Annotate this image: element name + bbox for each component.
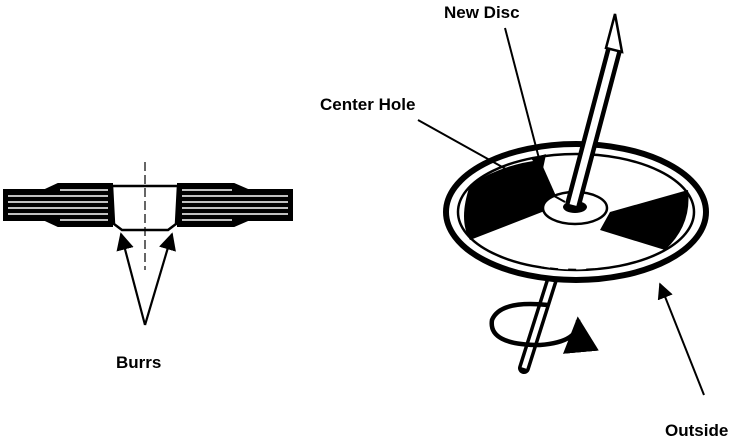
disc-rim-dashes: [489, 243, 661, 270]
burr-arrow-right: [143, 232, 176, 326]
center-hole-label: Center Hole: [320, 95, 415, 114]
disc-shade-right: [600, 190, 689, 250]
disc-shade-left: [464, 160, 560, 240]
disc-inner-rim: [456, 152, 696, 272]
disc-section-left: [3, 183, 113, 227]
burr-arrow-left: [116, 232, 147, 326]
lower-spindle: [518, 264, 561, 374]
disc-cross-section: Burrs: [3, 162, 293, 372]
outside-leader: [657, 282, 705, 396]
upper-spindle: [565, 13, 624, 208]
burrs-label: Burrs: [116, 353, 161, 372]
spindle-tip: [604, 13, 624, 54]
outside-label: Outside: [665, 421, 728, 440]
new-disc-leader: [504, 27, 547, 172]
rotation-arrow: [489, 301, 599, 354]
disc-on-spindle: New Disc Center Hole Outside: [320, 3, 728, 440]
section-hatching: [8, 189, 288, 221]
new-disc-label: New Disc: [444, 3, 520, 22]
disc-section-right: [177, 183, 293, 227]
center-hole-leader: [417, 119, 566, 203]
